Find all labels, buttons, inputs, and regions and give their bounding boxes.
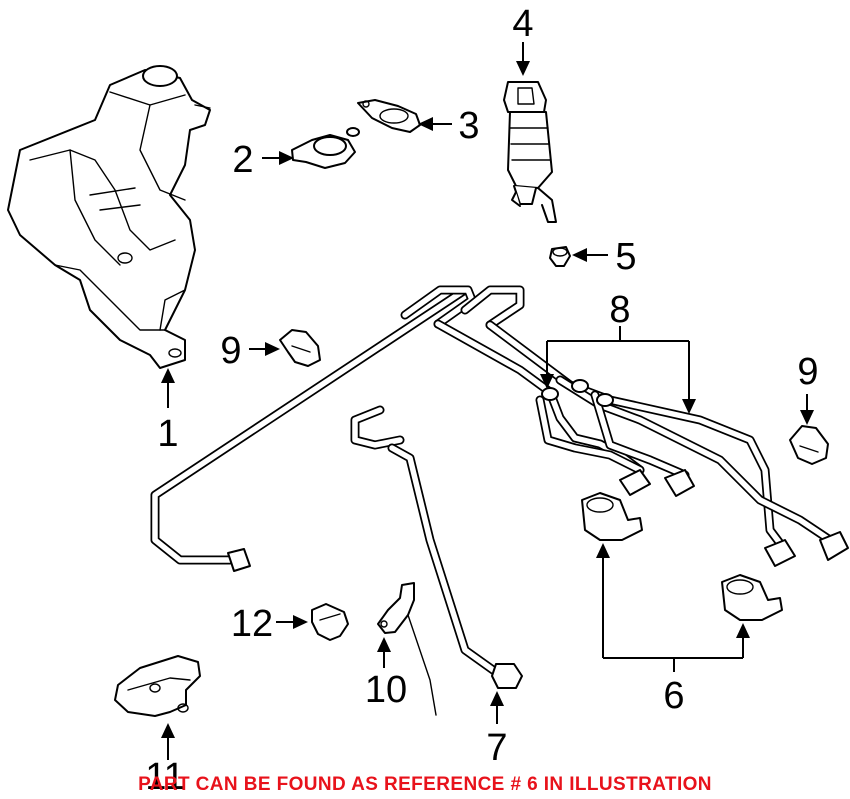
washer-hose-assembly: [150, 285, 849, 572]
reservoir-cap: [291, 127, 360, 169]
washer-nozzle-lower: [721, 574, 783, 621]
washer-pump: [503, 81, 557, 223]
callout-12: 12: [231, 603, 273, 645]
callout-1: 1: [157, 413, 178, 455]
callout-3: 3: [458, 105, 479, 147]
callout-4: 4: [512, 3, 533, 45]
callout-8: 8: [609, 289, 630, 331]
pump-grommet: [549, 246, 571, 267]
callout-2: 2: [232, 139, 253, 181]
hose-clip-left: [279, 329, 321, 367]
callout-9-left: 9: [220, 330, 241, 372]
reference-note: PART CAN BE FOUND AS REFERENCE # 6 IN IL…: [138, 774, 712, 795]
leader-lines: [161, 42, 814, 760]
callout-11: 11: [145, 756, 184, 798]
washer-hose: [387, 443, 523, 689]
callout-5: 5: [615, 236, 636, 278]
callout-10: 10: [365, 669, 407, 711]
mounting-bracket: [114, 655, 201, 717]
level-sensor: [377, 582, 437, 716]
washer-nozzle-upper: [581, 492, 643, 541]
gasket: [357, 99, 421, 133]
hose-clip-right: [789, 425, 829, 465]
washer-reservoir: [7, 65, 211, 369]
callout-6: 6: [663, 675, 684, 717]
callout-9-right: 9: [797, 351, 818, 393]
retaining-clip: [311, 603, 349, 641]
callout-7: 7: [486, 727, 507, 769]
